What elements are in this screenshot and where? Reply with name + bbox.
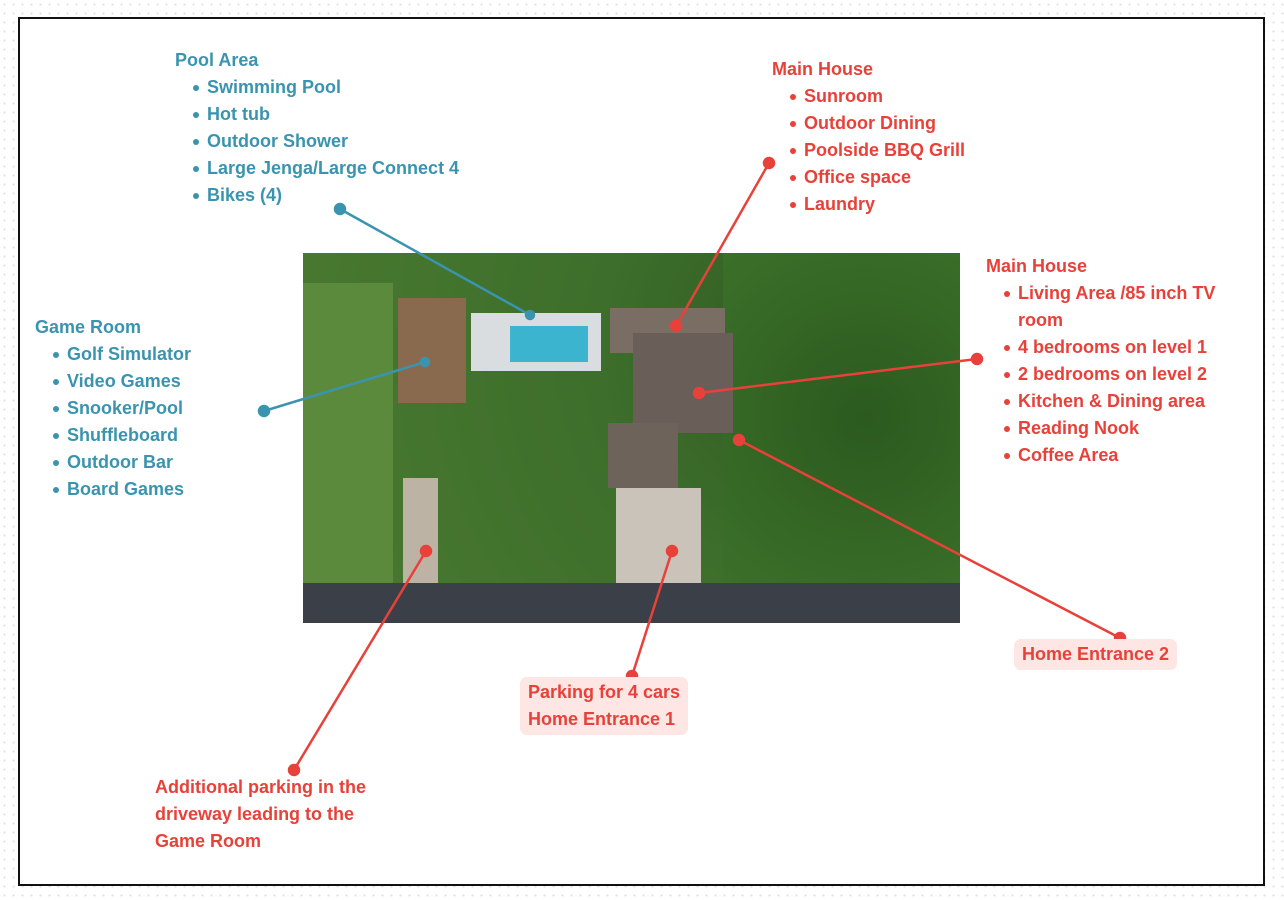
pool-callout-dot xyxy=(333,202,347,216)
entrance-2-callout-line xyxy=(738,438,1121,640)
list-item: Reading Nook xyxy=(1004,415,1246,442)
list-item: 2 bedrooms on level 2 xyxy=(1004,361,1246,388)
game-room-callout-dot xyxy=(257,404,271,418)
list-item: Outdoor Bar xyxy=(52,449,191,476)
list-item: Outdoor Shower xyxy=(192,128,459,155)
game-room-callout-end xyxy=(419,356,431,368)
list-item: Coffee Area xyxy=(1004,442,1246,469)
main-house-1-title: Main House xyxy=(772,59,874,79)
list-item: Board Games xyxy=(52,476,191,503)
list-item: Large Jenga/Large Connect 4 xyxy=(192,155,459,182)
game-room-label: Game Room Golf Simulator Video Games Sno… xyxy=(35,314,191,503)
main-house-1-callout-line xyxy=(674,162,771,327)
main-house-2-callout-line xyxy=(698,357,978,395)
list-item: 4 bedrooms on level 1 xyxy=(1004,334,1246,361)
list-item: Bikes (4) xyxy=(192,182,459,209)
pool-area-title: Pool Area xyxy=(175,50,259,70)
game-room-title: Game Room xyxy=(35,317,142,337)
main-house-2-title: Main House xyxy=(986,256,1088,276)
pool-area-label: Pool Area Swimming Pool Hot tub Outdoor … xyxy=(175,47,459,209)
list-item: Kitchen & Dining area xyxy=(1004,388,1246,415)
additional-parking-callout-line xyxy=(292,550,428,771)
list-item: Golf Simulator xyxy=(52,341,191,368)
parking-line: Parking for 4 cars xyxy=(528,682,681,702)
entrance-1-line: Home Entrance 1 xyxy=(528,709,676,729)
parking-label: Parking for 4 cars Home Entrance 1 xyxy=(520,677,689,735)
list-item: Poolside BBQ Grill xyxy=(789,137,965,164)
list-item: Hot tub xyxy=(192,101,459,128)
list-item: Sunroom xyxy=(789,83,965,110)
pool-callout-end xyxy=(524,309,536,321)
list-item: Video Games xyxy=(52,368,191,395)
list-item: Swimming Pool xyxy=(192,74,459,101)
list-item: Laundry xyxy=(789,191,965,218)
additional-parking-label: Additional parking in the driveway leadi… xyxy=(155,777,366,851)
main-house-1-label: Main House Sunroom Outdoor Dining Poolsi… xyxy=(772,56,965,218)
list-item: Snooker/Pool xyxy=(52,395,191,422)
main-house-2-label: Main House Living Area /85 inch TV room … xyxy=(986,253,1246,469)
entrance-2-label: Home Entrance 2 xyxy=(1014,639,1178,670)
list-item: Living Area /85 inch TV room xyxy=(1004,280,1246,334)
list-item: Shuffleboard xyxy=(52,422,191,449)
game-room-callout-line xyxy=(263,360,426,413)
pool-callout-line xyxy=(339,207,531,317)
aerial-property-photo xyxy=(303,253,960,623)
list-item: Office space xyxy=(789,164,965,191)
parking-callout-line xyxy=(630,550,674,677)
list-item: Outdoor Dining xyxy=(789,110,965,137)
